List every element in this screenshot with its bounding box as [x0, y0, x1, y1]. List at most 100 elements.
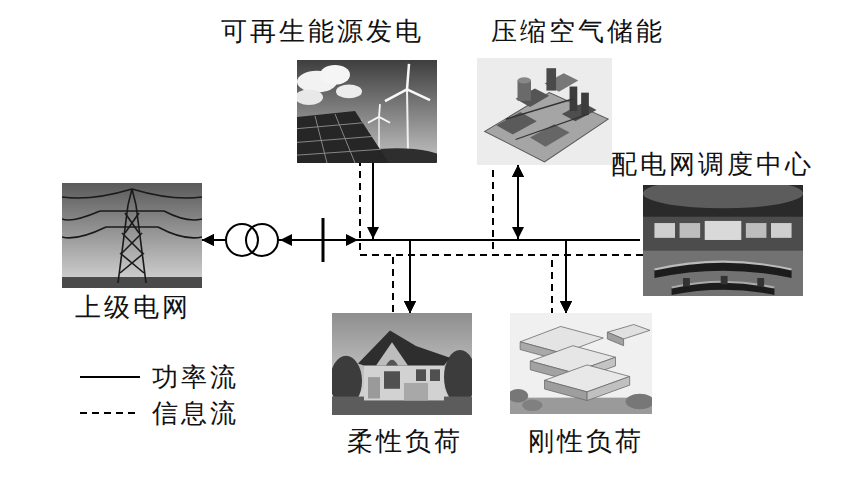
- illustration-part: [62, 277, 202, 288]
- illustration-part: [485, 93, 608, 162]
- image-node: 压缩空气储能: [470, 15, 685, 167]
- arrow-head: [512, 227, 524, 239]
- illustration-part: [297, 137, 372, 143]
- illustration-part: [430, 369, 440, 381]
- power-flow-line: [202, 240, 566, 313]
- image-node: 柔性负荷: [330, 313, 480, 461]
- bus-bar: [322, 218, 325, 262]
- illustration-part: [477, 58, 612, 165]
- illustration-part: [570, 87, 578, 111]
- illustration-part: [404, 383, 428, 400]
- illustration-part: [297, 149, 381, 155]
- illustration-part: [368, 377, 380, 398]
- image-node: 刚性负荷: [508, 313, 663, 461]
- legend-row: 信息流: [80, 397, 280, 429]
- node-illustration: [297, 60, 437, 163]
- illustration-part: [122, 233, 142, 253]
- image-node: 可再生能源发电: [205, 15, 440, 165]
- node-label: 上级电网: [60, 291, 205, 323]
- illustration-part: [407, 89, 430, 100]
- illustration-part: [520, 325, 650, 401]
- illustration-part: [125, 213, 139, 233]
- legend-sample: [80, 397, 144, 429]
- power-flow-line: [373, 163, 410, 313]
- illustration-part: [654, 223, 675, 238]
- illustration-part: [654, 262, 791, 270]
- illustration-part: [379, 117, 390, 123]
- illustration-part: [518, 80, 532, 100]
- info-flow-line: [393, 255, 643, 313]
- power-flow-line: [202, 240, 410, 313]
- illustration-part: [100, 210, 164, 212]
- illustration-part: [335, 114, 355, 163]
- illustration-part: [407, 89, 408, 153]
- image-node: 配电网调度中心: [600, 148, 825, 298]
- illustration-part: [544, 380, 587, 400]
- illustration-part: [297, 89, 323, 105]
- illustration-part: [562, 103, 597, 121]
- illustration-part: [62, 189, 132, 198]
- illustration-part: [746, 223, 767, 238]
- illustration-part: [680, 223, 701, 238]
- illustration-part: [297, 123, 363, 129]
- illustration-part: [607, 332, 623, 345]
- illustration-part: [581, 93, 589, 115]
- illustration-part: [120, 253, 144, 273]
- illustration-part: [376, 342, 408, 365]
- arrow-head: [346, 234, 358, 246]
- illustration-part: [518, 77, 532, 83]
- illustration-part: [132, 189, 136, 205]
- illustration-part: [164, 211, 202, 220]
- power-flow-line: [373, 163, 566, 313]
- illustration-part: [506, 99, 574, 119]
- illustration-part: [62, 189, 202, 283]
- power-flow-line: [518, 165, 566, 313]
- illustration-part: [62, 183, 202, 288]
- illustration-part: [379, 104, 380, 117]
- legend-line: [80, 412, 140, 414]
- illustration-part: [62, 211, 100, 220]
- illustration-part: [384, 371, 400, 388]
- power-flow-line: [410, 165, 518, 313]
- illustration-part: [320, 65, 350, 85]
- transformer-winding: [246, 224, 278, 256]
- illustration-part: [336, 85, 362, 99]
- illustration-part: [106, 226, 158, 228]
- illustration-part: [654, 262, 791, 278]
- illustration-part: [385, 89, 407, 101]
- illustration-part: [125, 213, 139, 233]
- legend-line: [80, 376, 140, 378]
- illustration-part: [358, 330, 450, 365]
- illustration-part: [386, 360, 398, 366]
- image-node: 上级电网: [60, 183, 205, 323]
- illustration-part: [416, 369, 426, 381]
- illustration-part: [643, 251, 803, 296]
- bus-line: [323, 239, 640, 241]
- arrow-head: [280, 234, 292, 246]
- node-illustration: [332, 313, 472, 415]
- legend-text: 功率流: [152, 361, 239, 393]
- node-illustration: [62, 183, 202, 288]
- illustration-part: [721, 276, 728, 284]
- node-label: 配电网调度中心: [600, 148, 825, 180]
- illustration-part: [516, 114, 588, 139]
- legend-sample: [80, 361, 144, 393]
- node-label: 可再生能源发电: [205, 15, 440, 47]
- illustration-part: [407, 64, 409, 90]
- illustration-part: [364, 360, 444, 401]
- legend-row: 功率流: [80, 361, 280, 393]
- node-label: 压缩空气储能: [470, 15, 685, 47]
- node-label: 柔性负荷: [330, 425, 480, 457]
- illustration-part: [122, 233, 142, 253]
- node-illustration: [643, 185, 803, 296]
- node-illustration: [477, 58, 612, 165]
- illustration-part: [643, 185, 803, 208]
- transformer-mask: [227, 236, 277, 244]
- illustration-part: [510, 389, 528, 402]
- arrow-head: [367, 227, 379, 239]
- illustration-part: [587, 376, 630, 400]
- node-label: 刚性负荷: [508, 425, 663, 457]
- illustration-part: [158, 227, 202, 238]
- illustration-part: [522, 400, 542, 412]
